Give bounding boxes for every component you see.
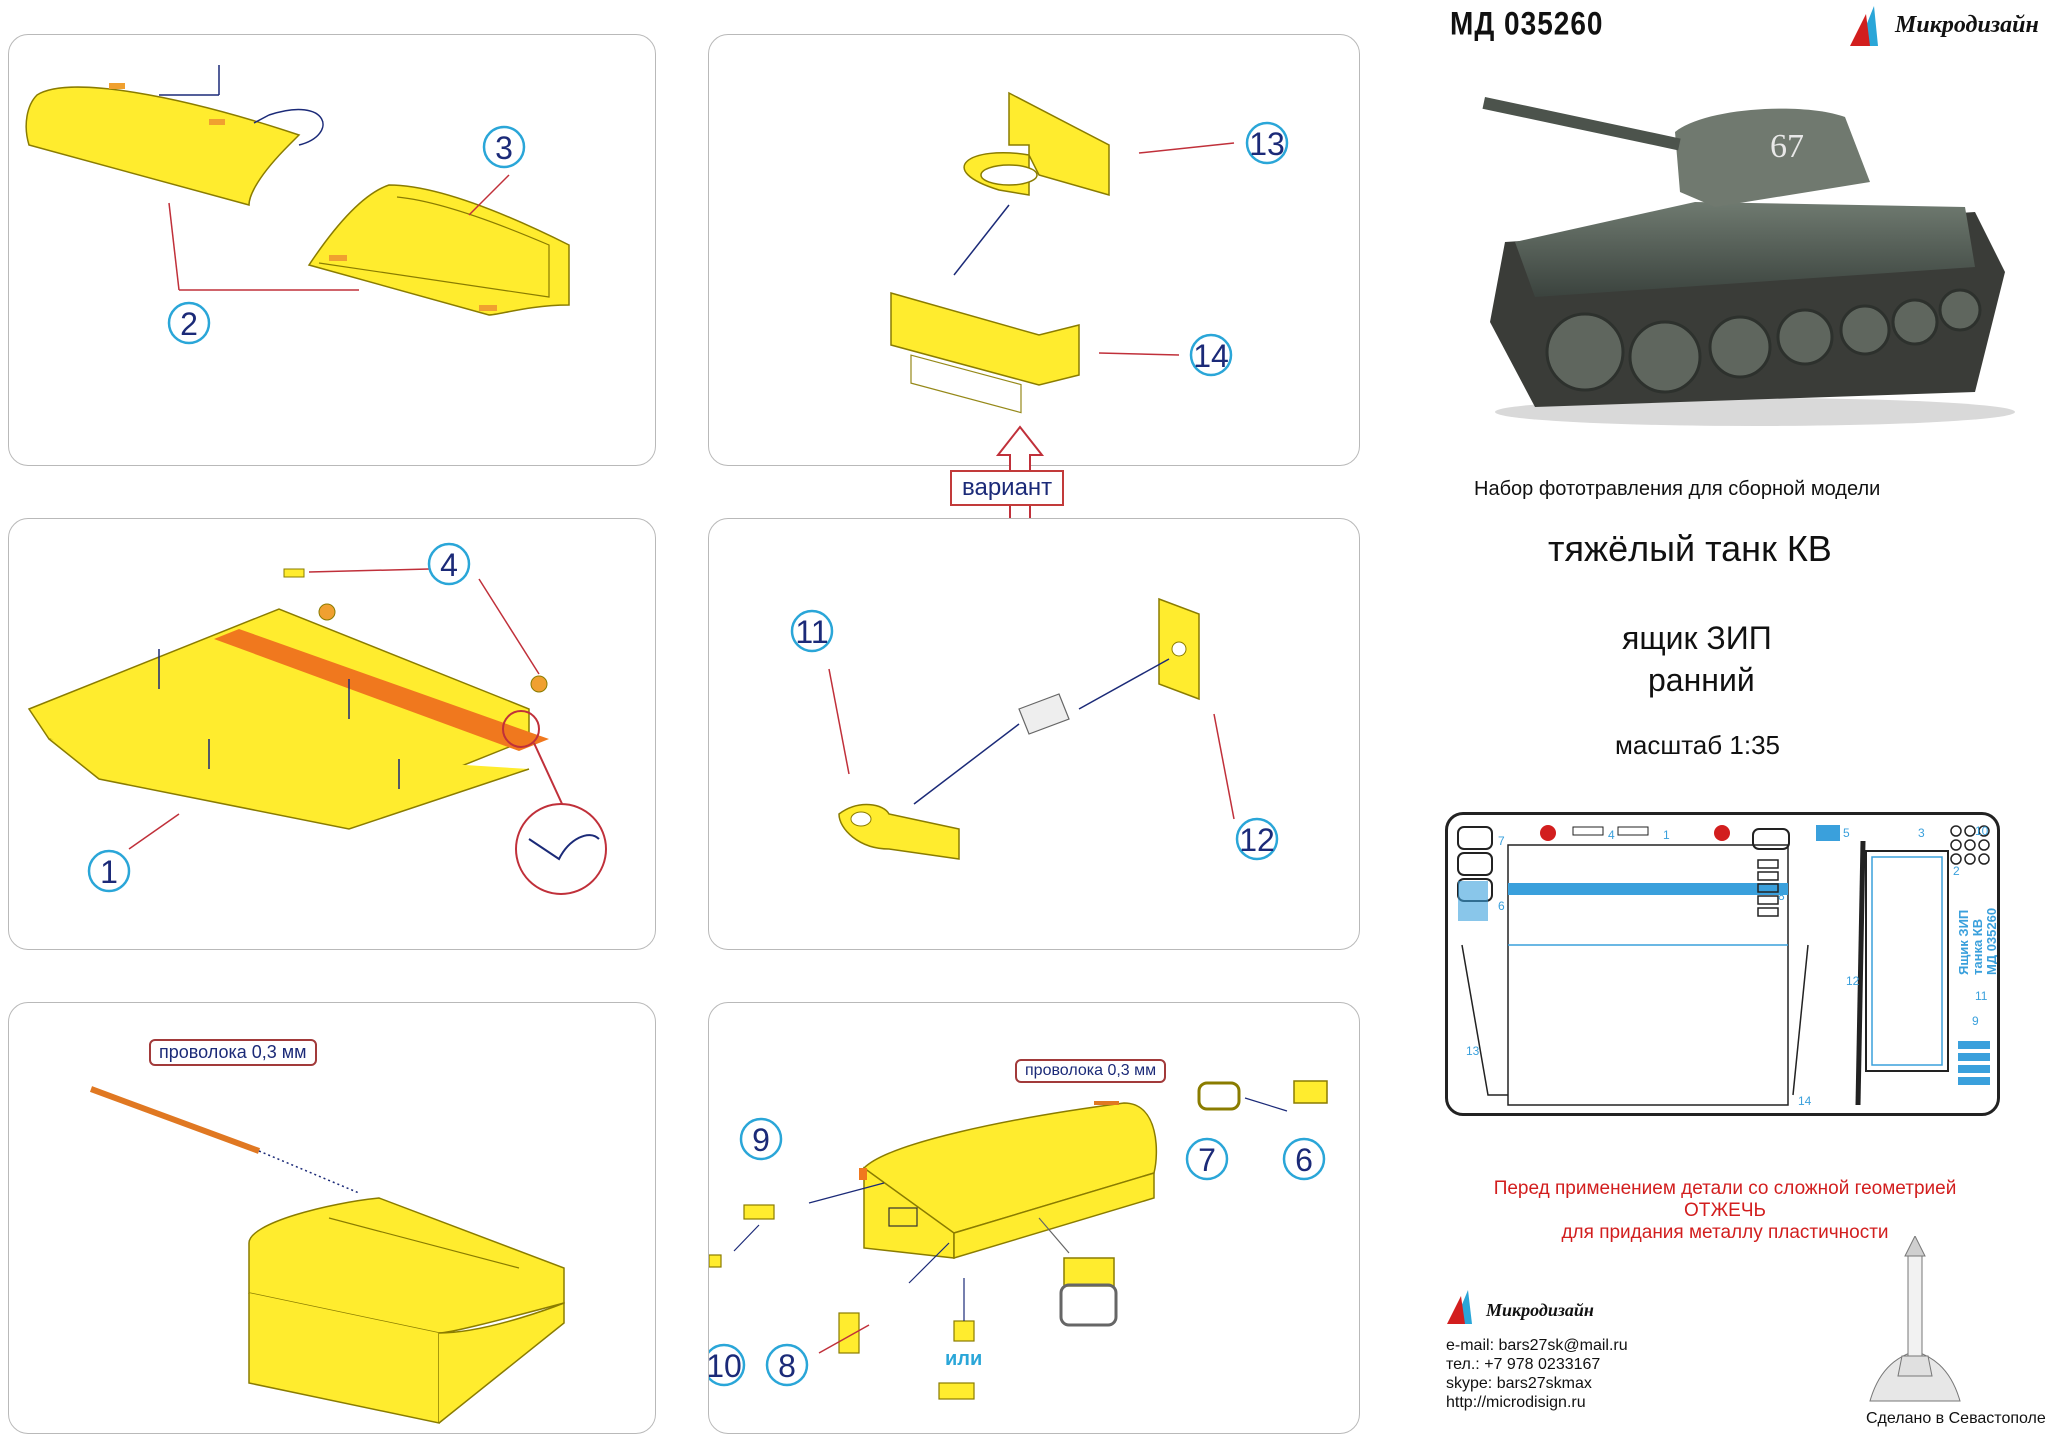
svg-text:4: 4 xyxy=(1608,828,1615,842)
tube-part xyxy=(1018,693,1070,735)
panel-3-drawing: 4 1 xyxy=(27,542,607,895)
panel-1-drawing: 2 3 xyxy=(25,65,570,345)
svg-text:3: 3 xyxy=(1918,826,1925,840)
panel-4-drawing: 11 12 xyxy=(790,597,1279,861)
instruction-panel-wire: проволока 0,3 мм xyxy=(8,1002,656,1434)
assembled-box xyxy=(248,1197,565,1334)
instruction-panel-parts-2-3: 2 3 xyxy=(8,34,656,466)
contact-website[interactable]: http://microdisign.ru xyxy=(1446,1394,1586,1411)
title-line-1: Набор фототравления для сборной модели xyxy=(1474,478,1881,500)
tank-photo: 67 xyxy=(1482,97,2015,426)
title-line-3: ящик ЗИП xyxy=(1622,620,1772,656)
svg-text:8: 8 xyxy=(778,1348,796,1384)
callout-8: 8 xyxy=(765,1343,809,1387)
svg-text:1: 1 xyxy=(1663,828,1670,842)
product-code: МД 035260 xyxy=(1450,5,1604,42)
contact-phone: тел.: +7 978 0233167 xyxy=(1446,1356,1601,1373)
svg-text:13: 13 xyxy=(1249,126,1285,162)
brand-name: Микродизайн xyxy=(1895,12,2039,38)
instruction-panel-parts-13-14: 13 14 xyxy=(708,34,1360,466)
orange-strip xyxy=(214,629,549,751)
svg-text:танка КВ: танка КВ xyxy=(1970,919,1985,975)
svg-text:9: 9 xyxy=(1972,1014,1979,1028)
tab xyxy=(209,119,225,125)
warning-line-1: Перед применением детали со сложной геом… xyxy=(1493,1178,1957,1199)
svg-text:12: 12 xyxy=(1846,974,1860,988)
callout-1: 1 xyxy=(87,849,131,893)
callout-6: 6 xyxy=(1282,1137,1326,1181)
title-line-4: ранний xyxy=(1648,662,1755,698)
contact-email[interactable]: e-mail: bars27sk@mail.ru xyxy=(1446,1337,1628,1354)
callout-3: 3 xyxy=(482,125,526,169)
svg-text:10: 10 xyxy=(709,1348,742,1384)
instruction-panel-parts-11-12: 11 12 xyxy=(708,518,1360,950)
svg-text:14: 14 xyxy=(1798,1094,1812,1108)
warning-line-2: ОТЖЕЧЬ xyxy=(1684,1200,1766,1221)
svg-text:8: 8 xyxy=(1778,889,1785,903)
detail-zoom-circle xyxy=(515,803,607,895)
wire-label: проволока 0,3 мм xyxy=(149,1039,317,1066)
title-line-2: тяжёлый танк КВ xyxy=(1548,528,1832,569)
fret-sheet-diagram: 1 2 3 4 5 6 7 8 9 10 11 12 13 14 Ящик ЗИ… xyxy=(1445,812,2000,1116)
part-3-floor xyxy=(307,184,570,316)
handle-part xyxy=(1063,1257,1115,1287)
svg-text:2: 2 xyxy=(1953,864,1960,878)
callout-9: 9 xyxy=(739,1117,783,1161)
part-2-lid xyxy=(25,86,301,206)
svg-text:6: 6 xyxy=(1295,1142,1313,1178)
svg-text:4: 4 xyxy=(440,547,458,583)
tab xyxy=(109,83,125,89)
annealing-warning: Перед применением детали со сложной геом… xyxy=(1435,1178,2015,1244)
callout-2: 2 xyxy=(167,301,211,345)
wire-label-2: проволока 0,3 мм xyxy=(1015,1059,1167,1083)
instruction-panel-parts-6-10: 9 10 8 7 6 проволока 0,3 мм или xyxy=(708,1002,1360,1434)
svg-text:2: 2 xyxy=(180,306,198,342)
svg-text:1: 1 xyxy=(100,854,118,890)
title-line-5: масштаб 1:35 xyxy=(1615,730,1780,760)
or-label: или xyxy=(945,1348,983,1370)
svg-text:7: 7 xyxy=(1198,1142,1216,1178)
part-9-small xyxy=(743,1204,775,1220)
callout-10: 10 xyxy=(709,1343,746,1387)
svg-text:13: 13 xyxy=(1466,1044,1480,1058)
callout-11: 11 xyxy=(790,609,834,653)
callout-7: 7 xyxy=(1185,1137,1229,1181)
warning-line-3: для придания металлу пластичности xyxy=(1561,1222,1889,1243)
variant-label: вариант xyxy=(950,470,1065,506)
part-7-ring xyxy=(1197,1081,1241,1111)
svg-text:Ящик ЗИП: Ящик ЗИП xyxy=(1956,910,1971,975)
wire-rod xyxy=(89,1086,261,1154)
svg-text:3: 3 xyxy=(495,130,513,166)
instruction-panel-parts-1-4: 4 1 xyxy=(8,518,656,950)
svg-text:9: 9 xyxy=(752,1122,770,1158)
sevastopol-monument-icon xyxy=(1869,1236,1961,1402)
callout-12: 12 xyxy=(1235,817,1279,861)
panel-2-drawing: 13 14 xyxy=(890,91,1289,414)
contact-skype: skype: bars27skmax xyxy=(1446,1375,1592,1392)
callout-14: 14 xyxy=(1189,333,1233,377)
part-10-small xyxy=(709,1254,722,1268)
contact-brand: Микродизайн xyxy=(1486,1300,1594,1320)
svg-text:14: 14 xyxy=(1193,338,1229,374)
brand-logo-icon xyxy=(1850,6,1878,46)
part-6-clip xyxy=(1293,1080,1328,1104)
svg-text:12: 12 xyxy=(1239,822,1275,858)
svg-text:67: 67 xyxy=(1770,128,1804,165)
svg-text:МД 035260: МД 035260 xyxy=(1984,908,1997,975)
part-8-bracket xyxy=(838,1312,860,1354)
panel-5-drawing xyxy=(89,1086,565,1424)
contact-logo-icon xyxy=(1447,1290,1472,1324)
callout-13: 13 xyxy=(1245,121,1289,165)
svg-text:6: 6 xyxy=(1498,899,1505,913)
made-in-label: Сделано в Севастополе xyxy=(1866,1410,2046,1427)
part-14-frame xyxy=(890,292,1080,386)
svg-text:11: 11 xyxy=(1975,989,1988,1003)
svg-text:7: 7 xyxy=(1498,834,1505,848)
svg-text:10: 10 xyxy=(1975,824,1989,838)
callout-4: 4 xyxy=(427,542,471,586)
contact-info: e-mail: bars27sk@mail.ru тел.: +7 978 02… xyxy=(1446,1336,1628,1412)
svg-text:5: 5 xyxy=(1843,826,1850,840)
svg-text:11: 11 xyxy=(795,614,828,650)
